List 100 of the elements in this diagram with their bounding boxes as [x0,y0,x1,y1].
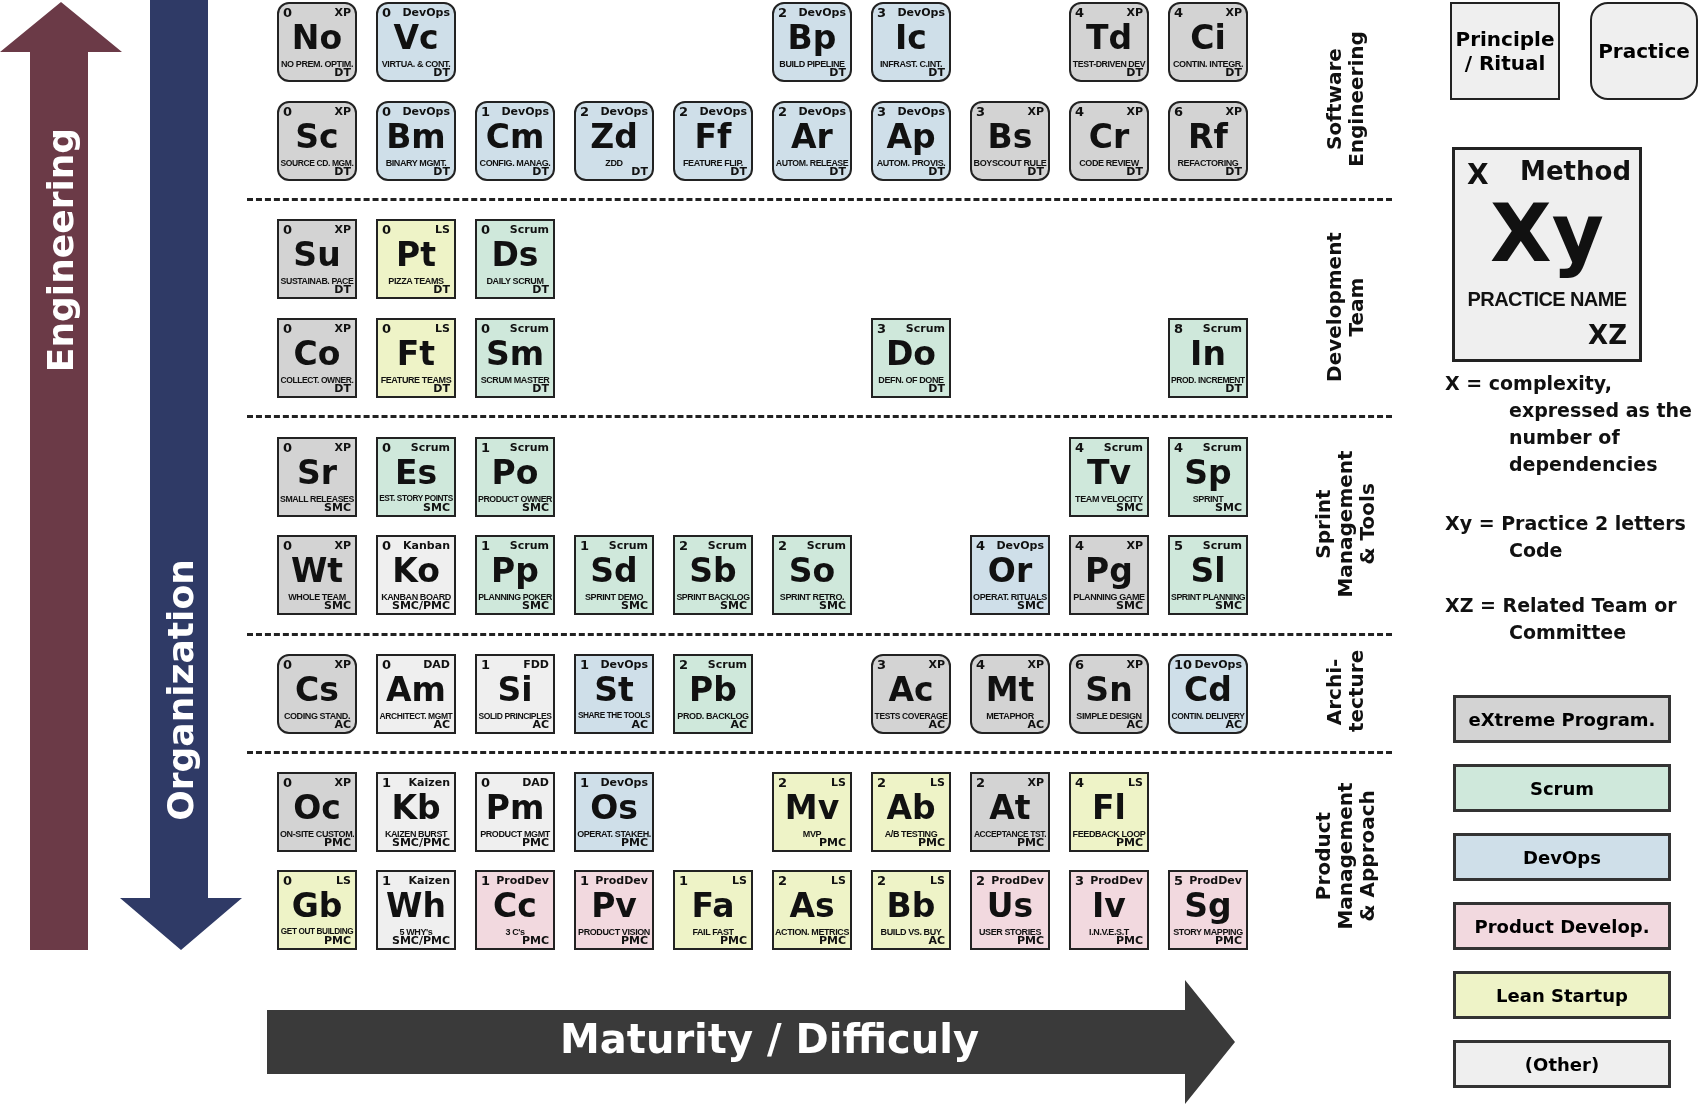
practice-code: Su [292,235,342,275]
team-code: SMC [423,501,450,514]
principle-tile [376,219,456,299]
practice-code: In [1189,334,1227,374]
practice-code: Wh [385,886,447,926]
principle-tile [1069,437,1149,517]
team-code: DT [334,382,351,395]
principle-tile [772,772,852,852]
method-name: DevOps [600,658,648,671]
team-code: DT [928,165,945,178]
complexity-number: 2 [778,873,788,888]
practice-code: Zd [589,117,639,157]
method-name: DAD [522,776,549,789]
complexity-number: 0 [382,440,392,455]
practice-code: Mv [783,788,841,828]
team-code: DT [631,165,648,178]
complexity-number: 4 [976,538,986,553]
principle-tile [475,318,555,398]
practice-name: AUTOM. RELEASE [775,158,849,168]
practice-code: Pp [490,551,540,591]
principle-tile [772,535,852,615]
method-name: LS [336,874,351,887]
method-name: XP [1126,6,1143,19]
method-name: XP [1225,6,1242,19]
method-name: LS [435,223,450,236]
section-label: Development Team [1323,231,1367,384]
section-label: Sprint Management & Tools [1312,449,1378,599]
team-code: DT [433,165,450,178]
practice-name: FEATURE TEAMS [379,375,453,385]
axis-label: Organization [161,558,201,823]
complexity-number: 1 [481,657,491,672]
practice-tile [772,101,852,181]
practice-code: Or [986,551,1034,591]
complexity-number: 0 [283,222,293,237]
principle-tile [574,535,654,615]
method-name: LS [831,776,846,789]
complexity-number: 2 [679,657,689,672]
practice-code: Cm [484,117,546,157]
principle-tile [673,654,753,734]
team-code: DT [433,283,450,296]
method-name: Scrum [509,223,549,236]
method-name: ProdDev [595,874,648,887]
practice-code: Bs [986,117,1034,157]
practice-code: Os [589,788,639,828]
practice-name: VIRTUA. & CONT. [380,59,452,69]
principle-tile [673,870,753,950]
complexity-number: 0 [283,657,293,672]
complexity-number: 2 [679,104,689,119]
method-name: LS [732,874,747,887]
team-code: DT [433,66,450,79]
practice-code: Vc [392,18,440,58]
practice-code: Do [884,334,938,374]
method-name: XP [334,776,351,789]
practice-code: Bb [885,886,937,926]
practice-code: Kb [390,788,442,828]
practice-code: Sd [589,551,639,591]
complexity-number: 3 [877,5,887,20]
complexity-number: 4 [1174,5,1184,20]
method-name: ProdDev [1090,874,1143,887]
section-label: Archi- tecture [1323,652,1367,732]
method-name: DevOps [897,105,945,118]
practice-name: WHOLE TEAM [287,592,346,602]
section-label: Product Management & Approach [1312,781,1378,931]
complexity-number: 3 [976,104,986,119]
practice-code: At [988,788,1032,828]
practice-code: Bm [385,117,447,157]
method-name: Scrum [707,658,747,671]
practice-code: Si [496,670,534,710]
principle-tile [1168,870,1248,950]
method-name: Scrum [1202,539,1242,552]
practice-code: Mt [984,670,1036,710]
method-name: XP [1126,539,1143,552]
complexity-number: 1 [580,873,590,888]
practice-name: NO PREM. OPTIM. [280,59,354,69]
practice-tile [277,2,357,82]
team-code: DT [334,283,351,296]
practice-name: SOURCE CD. MGM. [280,158,354,168]
method-name: XP [334,105,351,118]
practice-code: Co [292,334,342,374]
practice-code: Cc [492,886,538,926]
complexity-number: 4 [1075,775,1085,790]
method-name: LS [930,776,945,789]
complexity-number: 0 [382,104,392,119]
principle-tile [475,654,555,734]
practice-tile [475,101,555,181]
practice-code: Pm [484,788,546,828]
practice-name: PROD. INCREMENT [1171,375,1245,385]
practice-code: Rf [1187,117,1229,157]
legend-label: eXtreme Program. [1468,708,1656,730]
principle-tile [376,437,456,517]
complexity-number: 2 [976,873,986,888]
practice-code: Wt [289,551,345,591]
complexity-number: 0 [283,775,293,790]
practice-code: Ds [490,235,540,275]
team-code: DT [1126,165,1143,178]
practice-name: REFACTORING [1176,158,1239,168]
team-code: DT [1225,165,1242,178]
practice-name: CODE REVIEW [1078,158,1139,168]
complexity-symbol: X [1467,158,1489,191]
practice-name: SCRUM MASTER [479,375,551,385]
